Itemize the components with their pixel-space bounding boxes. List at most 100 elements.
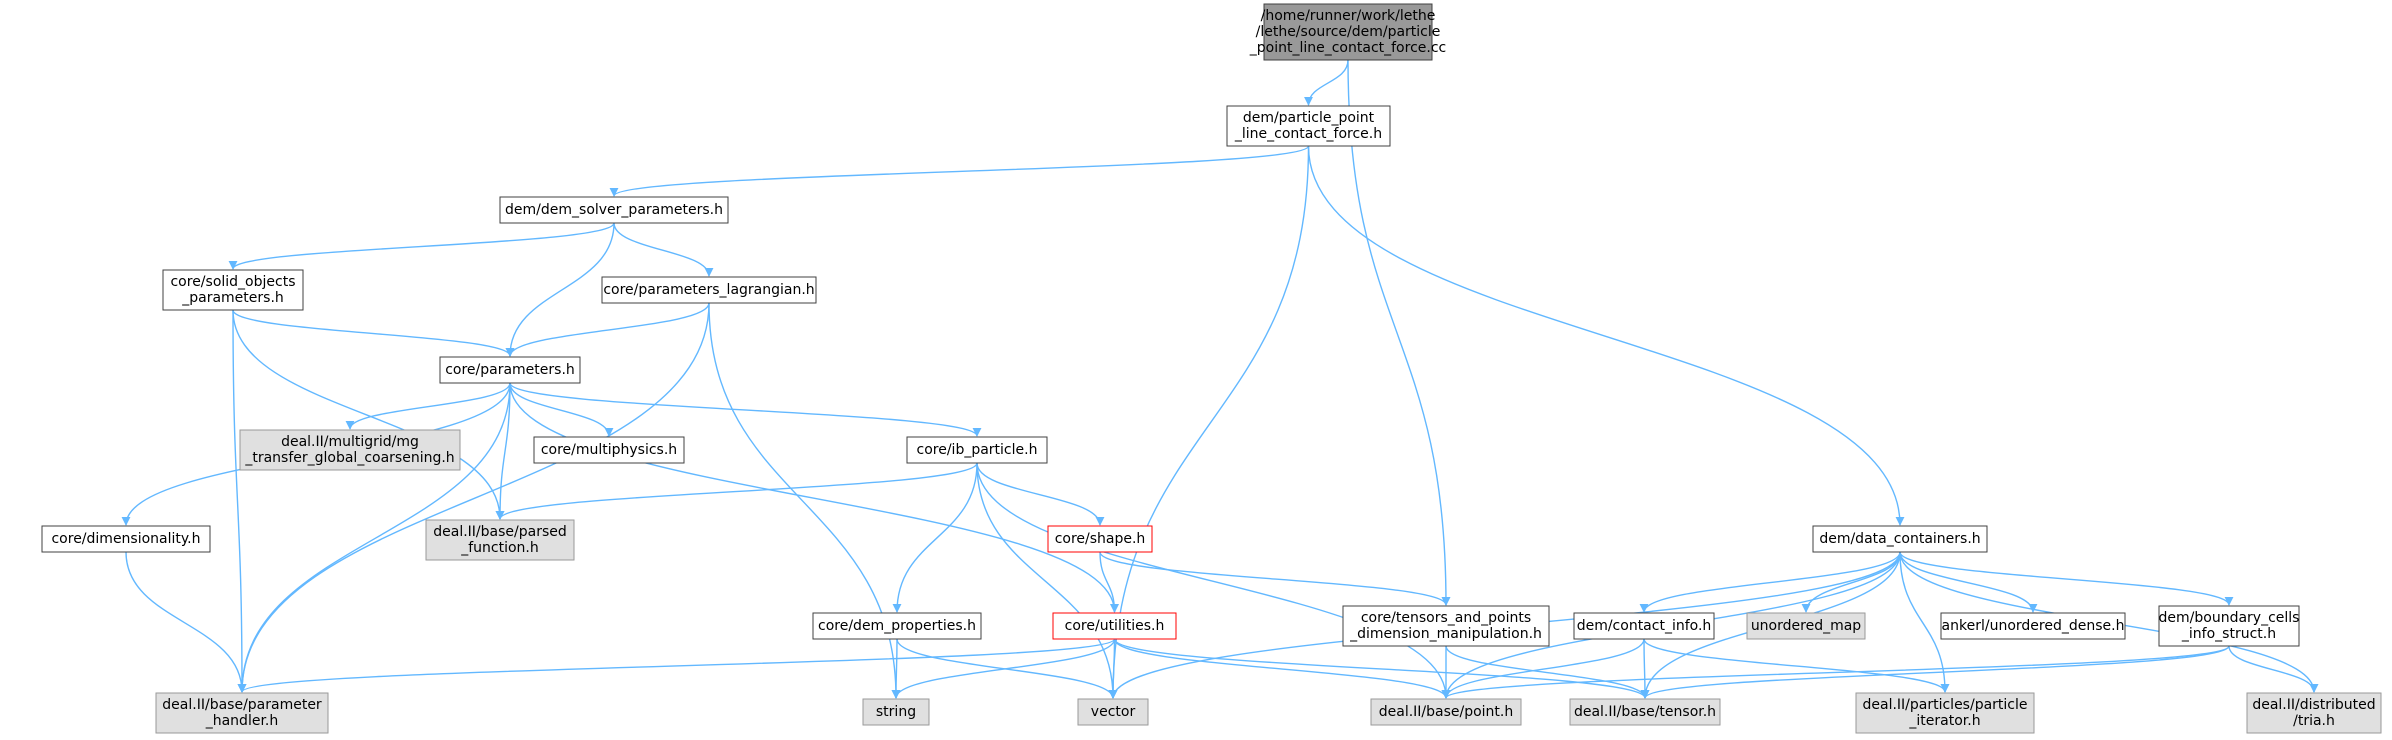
edge-dc-to-ci [1639, 551, 1901, 613]
node-demprops[interactable]: core/dem_properties.h [812, 612, 982, 640]
node-params-label-line-0: core/parameters.h [445, 362, 575, 378]
edge-root-to-pplcf [1304, 59, 1349, 106]
node-dc-box [1812, 525, 1988, 553]
edge-utilities-to-tensor [1113, 638, 1650, 699]
node-ankerl[interactable]: ankerl/unordered_dense.h [1940, 612, 2126, 640]
node-umap-box [1746, 612, 1866, 640]
node-multiphysics-label-line-0: core/multiphysics.h [541, 442, 677, 458]
edge-shape-to-tensors [1099, 551, 1451, 606]
node-params-box [439, 356, 581, 384]
node-plag-label-line-0: core/parameters_lagrangian.h [603, 282, 814, 298]
node-sop-label-line-0: core/solid_objects [170, 274, 295, 290]
edge-tensors-to-tensor [1445, 645, 1650, 699]
node-dc-label-line-0: dem/data_containers.h [1819, 531, 1980, 547]
node-bcis-label-line-0: dem/boundary_cells [2159, 610, 2300, 626]
node-pit[interactable]: deal.II/particles/particle_iterator.h [1855, 692, 2035, 734]
node-ph[interactable]: deal.II/base/parameter_handler.h [155, 692, 329, 734]
node-string[interactable]: string [862, 698, 930, 726]
node-ph-label-line-0: deal.II/base/parameter [162, 697, 322, 713]
node-ci[interactable]: dem/contact_info.h [1573, 612, 1715, 640]
node-tria-box [2246, 692, 2382, 734]
node-demprops-box [812, 612, 982, 640]
node-layer: /home/runner/work/lethe/lethe/source/dem… [41, 3, 2382, 734]
edge-params-to-parsed [495, 382, 511, 520]
node-string-label-line-0: string [876, 704, 916, 720]
node-dim[interactable]: core/dimensionality.h [41, 525, 211, 553]
edge-dc-to-pit [1899, 551, 1950, 693]
node-pit-label-line-1: _iterator.h [1908, 713, 1980, 729]
node-pplcf-label-line-1: _line_contact_force.h [1234, 126, 1382, 142]
edge-dsp-to-params [505, 222, 615, 357]
node-mg-label-line-0: deal.II/multigrid/mg [281, 434, 419, 450]
edge-ibp-to-demprops [892, 462, 978, 613]
node-plag[interactable]: core/parameters_lagrangian.h [601, 276, 817, 304]
node-tensors[interactable]: core/tensors_and_points_dimension_manipu… [1342, 605, 1550, 647]
node-parsed[interactable]: deal.II/base/parsed_function.h [425, 519, 575, 561]
edge-root-to-tensors [1347, 59, 1451, 606]
node-shape[interactable]: core/shape.h [1047, 525, 1153, 553]
node-bcis[interactable]: dem/boundary_cells_info_struct.h [2158, 605, 2300, 647]
edge-pplcf-to-dc [1307, 145, 1905, 526]
node-point[interactable]: deal.II/base/point.h [1370, 698, 1522, 726]
node-sop-box [162, 269, 304, 311]
edge-bcis-to-point [1441, 645, 2230, 699]
node-pplcf[interactable]: dem/particle_point_line_contact_force.h [1226, 105, 1391, 147]
node-bcis-box [2158, 605, 2300, 647]
edge-sop-to-parsed [232, 309, 505, 520]
node-tensor-box [1569, 698, 1721, 726]
node-tensors-label-line-1: _dimension_manipulation.h [1349, 626, 1542, 642]
node-root-label-line-0: /home/runner/work/lethe [1261, 8, 1436, 24]
node-shape-label-line-0: core/shape.h [1055, 531, 1146, 547]
node-parsed-label-line-1: _function.h [460, 540, 539, 556]
node-pit-box [1855, 692, 2035, 734]
node-point-box [1370, 698, 1522, 726]
node-pplcf-box [1226, 105, 1391, 147]
node-dim-box [41, 525, 211, 553]
node-sop[interactable]: core/solid_objects_parameters.h [162, 269, 304, 311]
node-mg[interactable]: deal.II/multigrid/mg_transfer_global_coa… [239, 429, 461, 471]
node-shape-box [1047, 525, 1153, 553]
edge-params-to-utilities [509, 382, 1119, 613]
edge-pplcf-to-dsp [609, 145, 1310, 197]
node-ci-label-line-0: dem/contact_info.h [1577, 618, 1712, 634]
edge-sop-to-ph [232, 309, 247, 693]
node-ph-label-line-1: _handler.h [205, 713, 279, 729]
edge-bcis-to-tensor [1640, 645, 2230, 699]
node-ci-box [1573, 612, 1715, 640]
edge-plag-to-ph [237, 302, 710, 693]
node-params[interactable]: core/parameters.h [439, 356, 581, 384]
node-dsp[interactable]: dem/dem_solver_parameters.h [499, 196, 729, 224]
node-ph-box [155, 692, 329, 734]
node-vector-label-line-0: vector [1091, 704, 1136, 720]
node-ibp-box [906, 436, 1048, 464]
node-ibp[interactable]: core/ib_particle.h [906, 436, 1048, 464]
node-multiphysics[interactable]: core/multiphysics.h [533, 436, 685, 464]
edge-dsp-to-sop [228, 222, 615, 270]
edge-shape-to-utilities [1099, 551, 1119, 613]
node-tria[interactable]: deal.II/distributed/tria.h [2246, 692, 2382, 734]
node-dc[interactable]: dem/data_containers.h [1812, 525, 1988, 553]
node-string-box [862, 698, 930, 726]
node-tensor[interactable]: deal.II/base/tensor.h [1569, 698, 1721, 726]
node-plag-box [601, 276, 817, 304]
node-dsp-label-line-0: dem/dem_solver_parameters.h [505, 202, 723, 218]
edge-utilities-to-ph [237, 638, 1116, 693]
edge-dsp-to-plag [613, 222, 714, 277]
edge-demprops-to-string [891, 638, 901, 699]
node-vector[interactable]: vector [1077, 698, 1149, 726]
node-tensors-box [1342, 605, 1550, 647]
node-root[interactable]: /home/runner/work/lethe/lethe/source/dem… [1249, 3, 1446, 61]
edge-dc-to-ankerl [1899, 551, 2038, 613]
node-tria-label-line-1: /tria.h [2293, 713, 2335, 729]
node-multiphysics-box [533, 436, 685, 464]
node-sop-label-line-1: _parameters.h [181, 290, 284, 306]
edge-params-to-mg [345, 382, 511, 430]
edge-utilities-to-vector [1108, 638, 1118, 699]
node-pplcf-label-line-0: dem/particle_point [1243, 110, 1375, 126]
node-umap-label-line-0: unordered_map [1751, 618, 1861, 634]
node-utilities[interactable]: core/utilities.h [1052, 612, 1177, 640]
node-umap[interactable]: unordered_map [1746, 612, 1866, 640]
edge-ci-to-point [1441, 638, 1645, 699]
edge-layer [121, 59, 2319, 699]
